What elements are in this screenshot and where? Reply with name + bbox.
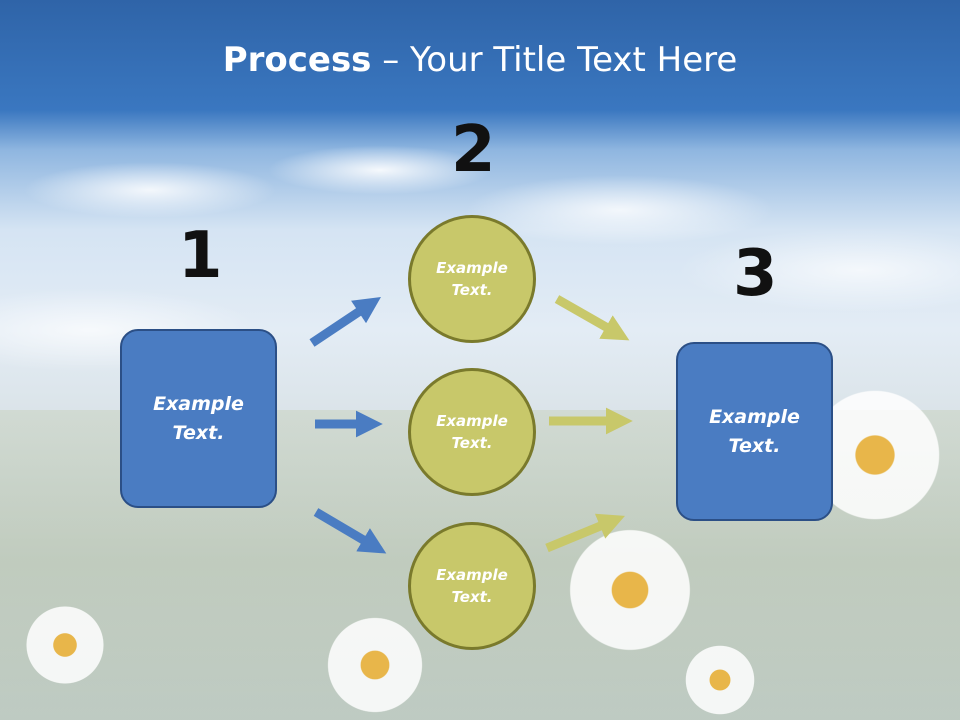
step-1-box[interactable]: Example Text. <box>120 329 277 508</box>
step-number-2: 2 <box>451 113 496 187</box>
daisy-decoration <box>560 520 700 660</box>
title-bold: Process <box>222 40 372 80</box>
slide-title: Process – Your Title Text Here <box>0 40 960 80</box>
daisy-decoration <box>320 610 430 720</box>
circle-bottom-label: Example Text. <box>436 565 508 607</box>
circle-middle-label: Example Text. <box>436 411 508 453</box>
step-3-box-label: Example Text. <box>709 406 800 457</box>
step-1-box-label: Example Text. <box>153 393 244 444</box>
daisy-decoration <box>20 600 110 690</box>
step-number-3: 3 <box>733 237 778 311</box>
step-number-1: 1 <box>178 219 223 293</box>
step-3-box[interactable]: Example Text. <box>676 342 833 521</box>
circle-top-label: Example Text. <box>436 258 508 300</box>
step-2-circle-bottom[interactable]: Example Text. <box>408 522 536 650</box>
title-rest: – Your Title Text Here <box>371 40 738 80</box>
step-2-circle-top[interactable]: Example Text. <box>408 215 536 343</box>
daisy-decoration <box>680 640 760 720</box>
step-2-circle-middle[interactable]: Example Text. <box>408 368 536 496</box>
